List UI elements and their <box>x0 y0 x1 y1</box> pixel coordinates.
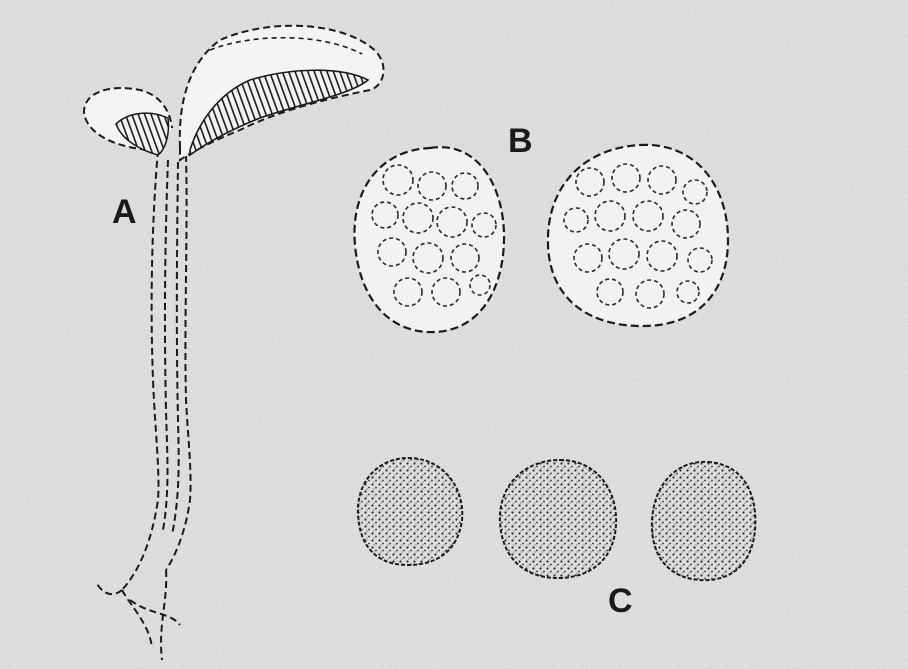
figure-c-spore-3 <box>652 462 756 580</box>
figure-label-b: B <box>508 124 533 158</box>
figure-b-spore-1 <box>354 147 504 332</box>
figure-c-spore-2 <box>500 460 616 578</box>
figure-b-spore-2 <box>548 145 728 326</box>
figure-label-a: A <box>112 195 137 229</box>
figure-c-spore-1 <box>358 458 462 565</box>
figure-label-c: C <box>608 584 633 618</box>
